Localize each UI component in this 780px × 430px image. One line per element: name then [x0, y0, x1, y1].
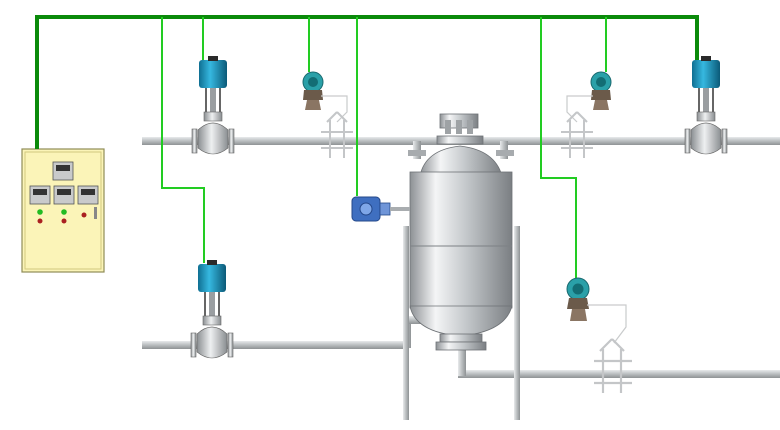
- vessel-leg-left: [403, 226, 409, 420]
- mixing-vessel: [408, 113, 514, 351]
- green-indicator-light-icon: [37, 209, 43, 215]
- red-indicator-light-icon: [61, 218, 67, 224]
- cabinet-display: [29, 185, 51, 205]
- control-valve-icon: [191, 56, 235, 155]
- flow-transmitter-icon: [302, 71, 353, 158]
- pipe-bottom-inlet: [142, 341, 407, 349]
- pipe-inlet-elbow: [403, 316, 429, 324]
- signal-wire: [161, 17, 205, 263]
- flow-transmitter-icon: [561, 71, 612, 158]
- pipe-outlet-drop: [458, 350, 466, 376]
- cabinet-switch: [94, 207, 97, 219]
- vessel-leg-right: [514, 226, 520, 420]
- signal-wire: [540, 17, 577, 280]
- flow-transmitter-icon: [566, 277, 632, 393]
- cabinet-display: [53, 185, 75, 205]
- cabinet-display: [52, 161, 74, 181]
- signal-main-bus: [35, 15, 699, 149]
- green-indicator-light-icon: [61, 209, 67, 215]
- cabinet-display: [77, 185, 99, 205]
- control-cabinet: [21, 148, 105, 273]
- control-valve-icon: [190, 260, 234, 359]
- control-valve-icon: [684, 56, 728, 155]
- signal-wiring: [35, 15, 699, 280]
- pressure-transmitter-icon: [351, 196, 410, 222]
- pipe-outlet: [458, 370, 780, 378]
- red-indicator-light-icon: [81, 212, 87, 218]
- red-indicator-light-icon: [37, 218, 43, 224]
